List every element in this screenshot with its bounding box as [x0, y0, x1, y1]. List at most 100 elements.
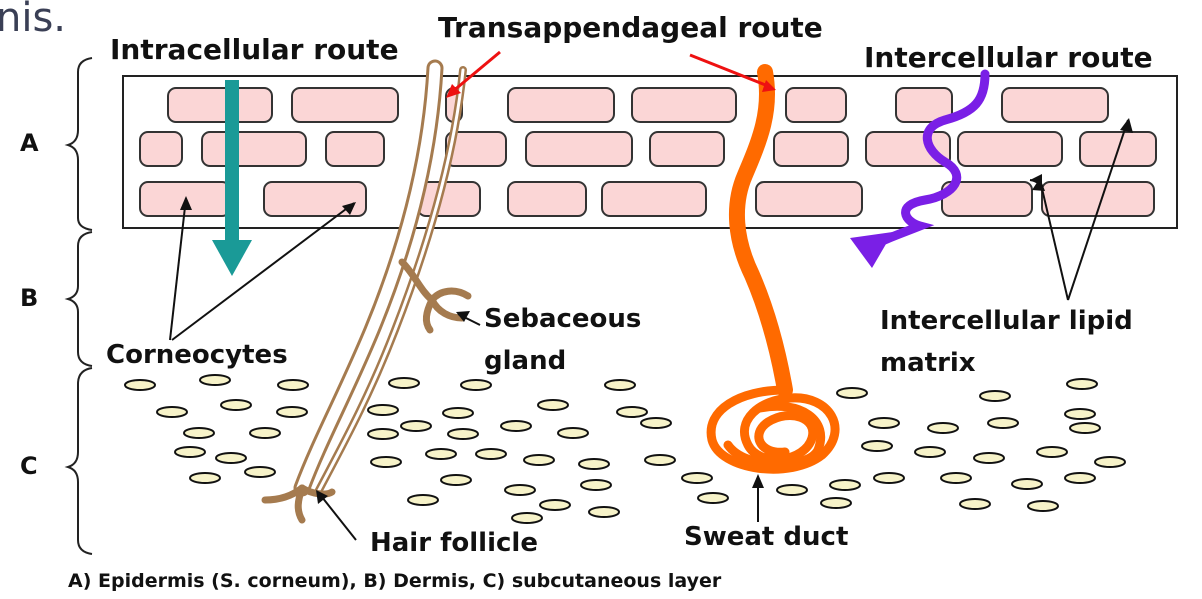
corneocyte-cell: [958, 132, 1062, 166]
corneocyte-cell: [1002, 88, 1108, 122]
corneocyte-cell: [292, 88, 398, 122]
fat-cell: [512, 513, 542, 523]
layer-braces: [68, 58, 92, 554]
fat-cell: [441, 475, 471, 485]
corneocyte-cell: [774, 132, 848, 166]
label-gland: gland: [484, 348, 566, 374]
pointer-head-8: [752, 474, 764, 488]
fat-cell: [277, 407, 307, 417]
fat-cell: [777, 485, 807, 495]
fat-cell: [401, 421, 431, 431]
fat-cell: [371, 457, 401, 467]
corneocyte-cell: [508, 88, 614, 122]
fat-cell: [941, 473, 971, 483]
corneocyte-cell: [786, 88, 846, 122]
corneocyte-cell: [526, 132, 632, 166]
fat-cell: [830, 480, 860, 490]
fat-cell: [461, 380, 491, 390]
fat-cell: [1065, 409, 1095, 419]
brace-b: [68, 232, 92, 366]
fat-cell: [1037, 447, 1067, 457]
corneocyte-cell: [650, 132, 724, 166]
fat-cell: [980, 391, 1010, 401]
fat-cell: [869, 418, 899, 428]
layer-label-b: B: [20, 286, 38, 310]
fat-cell: [250, 428, 280, 438]
corneocyte-cell: [508, 182, 586, 216]
fat-cell: [974, 453, 1004, 463]
fat-cell: [960, 499, 990, 509]
fat-cell: [862, 441, 892, 451]
fat-cell: [682, 473, 712, 483]
sweat-gland-coil: [711, 390, 835, 469]
fat-cell: [184, 428, 214, 438]
fat-cell: [837, 388, 867, 398]
fat-cell: [821, 498, 851, 508]
intracellular-arrow-head: [212, 240, 252, 276]
fat-cell: [617, 407, 647, 417]
label-matrix: matrix: [880, 350, 976, 376]
fat-cell: [278, 380, 308, 390]
fat-cell: [368, 429, 398, 439]
fat-cell: [605, 380, 635, 390]
fat-cell: [408, 495, 438, 505]
fat-cell: [928, 423, 958, 433]
corneocyte-cell: [756, 182, 862, 216]
fat-cell: [589, 507, 619, 517]
fat-cell: [1095, 457, 1125, 467]
label-sebaceous: Sebaceous: [484, 306, 641, 332]
fat-cell: [538, 400, 568, 410]
corneocyte-cell: [326, 132, 384, 166]
figure-caption: A) Epidermis (S. corneum), B) Dermis, C)…: [68, 572, 721, 591]
intracellular-arrow-shaft: [225, 80, 239, 242]
fat-cell: [426, 449, 456, 459]
fat-cell: [175, 447, 205, 457]
corneocyte-cell: [632, 88, 736, 122]
fat-cell: [698, 493, 728, 503]
fat-cell: [524, 455, 554, 465]
fat-cell: [581, 480, 611, 490]
fat-cell: [505, 485, 535, 495]
fat-cell: [1028, 501, 1058, 511]
label-sweat-duct: Sweat duct: [684, 524, 848, 550]
label-corneocytes: Corneocytes: [106, 342, 288, 368]
brace-a: [68, 58, 92, 230]
label-transappendageal-route: Transappendageal route: [438, 14, 823, 42]
fat-cell: [221, 400, 251, 410]
corneocyte-cell: [140, 132, 182, 166]
layer-label-a: A: [20, 131, 39, 155]
fat-cell: [558, 428, 588, 438]
fat-cell: [874, 473, 904, 483]
fat-cell: [368, 405, 398, 415]
fat-cell: [389, 378, 419, 388]
fat-cell: [1065, 473, 1095, 483]
fat-cell: [988, 418, 1018, 428]
fat-cell: [641, 418, 671, 428]
fat-cell: [448, 429, 478, 439]
fat-cell: [540, 500, 570, 510]
fat-cell: [125, 380, 155, 390]
corneocyte-cell: [418, 182, 480, 216]
fat-cell: [476, 449, 506, 459]
fat-cell: [200, 375, 230, 385]
label-hair-follicle: Hair follicle: [370, 530, 538, 556]
fat-cell: [443, 408, 473, 418]
brace-c: [68, 368, 92, 554]
fat-cell: [216, 453, 246, 463]
corneocyte-cell: [602, 182, 706, 216]
fat-cell: [915, 447, 945, 457]
label-intercellular-lipid: Intercellular lipid: [880, 308, 1133, 334]
fat-cell: [1012, 479, 1042, 489]
corneocyte-cell: [168, 88, 272, 122]
intercellular-arrow-head: [850, 232, 893, 268]
fat-cell: [501, 421, 531, 431]
fat-cell: [157, 407, 187, 417]
label-intracellular-route: Intracellular route: [110, 36, 399, 64]
fat-cell: [1067, 379, 1097, 389]
fat-cell: [645, 455, 675, 465]
fat-cell: [1070, 423, 1100, 433]
label-intercellular-route: Intercellular route: [864, 44, 1153, 72]
layer-label-c: C: [20, 454, 38, 478]
fat-cell: [579, 459, 609, 469]
